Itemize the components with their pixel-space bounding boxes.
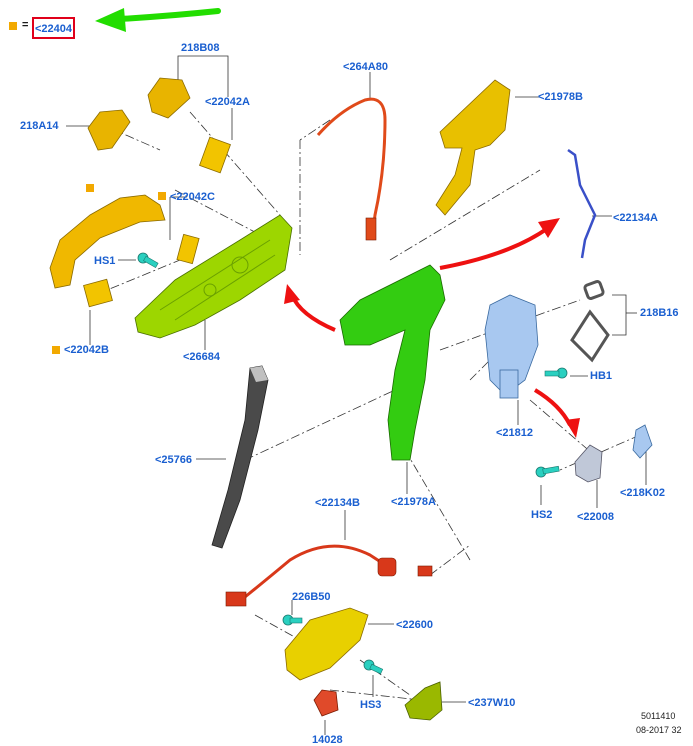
cap-14028-icon xyxy=(313,689,339,717)
cover-237W10-icon xyxy=(404,681,443,721)
legend-part-link[interactable]: <22404 xyxy=(35,23,73,35)
cable-clip-icon xyxy=(417,565,433,577)
label-237W10[interactable]: <237W10 xyxy=(468,697,516,709)
marker-22042C xyxy=(158,192,166,200)
seals-218B16-icon xyxy=(570,280,610,363)
label-HS1[interactable]: HS1 xyxy=(94,255,116,267)
label-226B50[interactable]: 226B50 xyxy=(292,591,331,603)
label-22600[interactable]: <22600 xyxy=(396,619,434,631)
gasket-22042C-icon xyxy=(176,233,200,265)
diagram-id: 5011410 xyxy=(641,711,676,721)
label-22042A[interactable]: <22042A xyxy=(205,96,250,108)
gasket-22042A-icon xyxy=(199,136,231,174)
bolt-HB1-icon xyxy=(544,367,568,379)
frame-detail-lines xyxy=(159,239,276,321)
label-22134A[interactable]: <22134A xyxy=(613,212,658,224)
striker-22008-icon xyxy=(574,444,603,483)
cable-grommet-icon xyxy=(377,557,397,577)
latch-21812-icon xyxy=(484,294,539,396)
screw-HS3-icon xyxy=(363,659,384,675)
legend-highlight-box[interactable]: <22404 xyxy=(32,17,76,39)
label-HB1[interactable]: HB1 xyxy=(590,370,613,382)
label-25766[interactable]: <25766 xyxy=(155,454,193,466)
legend-equals: = xyxy=(22,19,29,31)
screw-HS1-icon xyxy=(137,252,159,269)
label-26684[interactable]: <26684 xyxy=(183,351,221,363)
label-14028[interactable]: 14028 xyxy=(312,734,343,746)
latch-actuator-icon xyxy=(499,369,519,399)
cover-218B08-icon xyxy=(147,77,191,119)
label-21978A[interactable]: <21978A xyxy=(391,496,436,508)
label-218K02[interactable]: <218K02 xyxy=(620,487,665,499)
outer-handle-icon xyxy=(49,194,166,289)
label-HS2[interactable]: HS2 xyxy=(531,509,553,521)
cable-22134B-icon xyxy=(234,544,391,607)
label-218B16[interactable]: 218B16 xyxy=(640,307,679,319)
label-22042B[interactable]: <22042B xyxy=(64,344,109,356)
legend-marker xyxy=(9,22,17,30)
label-22042C[interactable]: <22042C xyxy=(170,191,215,203)
cable-264A80-icon xyxy=(316,97,387,241)
gasket-22042B-icon xyxy=(83,278,113,308)
label-21978B[interactable]: <21978B xyxy=(538,91,583,103)
bracket-21978B-icon xyxy=(435,79,511,216)
red-arrowheads xyxy=(284,218,580,438)
screw-226B50-icon xyxy=(282,614,303,626)
label-218A14[interactable]: 218A14 xyxy=(20,120,59,132)
bezel-218A14-icon xyxy=(87,109,131,151)
label-22008[interactable]: <22008 xyxy=(577,511,615,523)
label-22134B[interactable]: <22134B xyxy=(315,497,360,509)
marker-handle xyxy=(86,184,94,192)
label-218B08[interactable]: 218B08 xyxy=(181,42,220,54)
screw-HS2-icon xyxy=(535,465,560,478)
label-21812[interactable]: <21812 xyxy=(496,427,534,439)
inner-handle-22600-icon xyxy=(284,607,369,681)
diagram-date: 08-2017 32 xyxy=(636,725,682,735)
channel-25766-icon xyxy=(211,365,269,549)
marker-22042B xyxy=(52,346,60,354)
label-HS3[interactable]: HS3 xyxy=(360,699,382,711)
label-264A80[interactable]: <264A80 xyxy=(343,61,388,73)
shim-218K02-icon xyxy=(632,424,653,459)
rod-22134A-icon xyxy=(567,148,597,259)
cable-end-b-icon xyxy=(225,591,247,607)
channel-top-icon xyxy=(250,366,268,382)
green-arrow-icon xyxy=(95,8,221,32)
reinforcement-21978A-icon xyxy=(339,264,446,461)
cable-end-icon xyxy=(365,217,377,241)
